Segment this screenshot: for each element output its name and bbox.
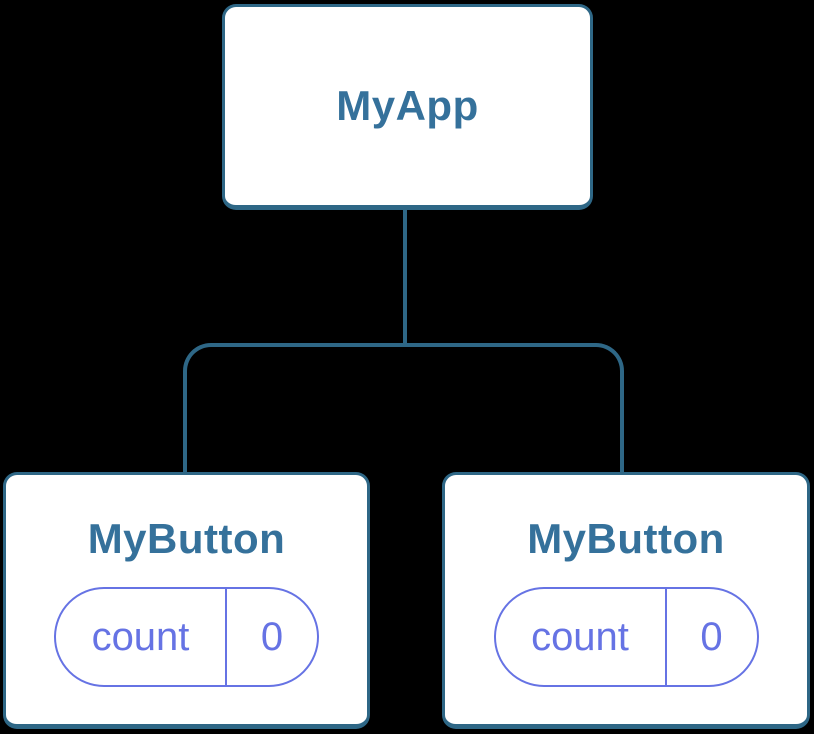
state-pill: count 0	[54, 587, 319, 687]
connector-branch	[183, 343, 624, 472]
component-node-child-right: MyButton count 0	[442, 472, 810, 729]
component-label-left: MyButton	[87, 515, 286, 562]
state-pill-divider	[664, 589, 667, 685]
connector-stem	[403, 210, 407, 347]
component-label-right: MyButton	[527, 515, 725, 562]
component-label-root: MyApp	[336, 82, 479, 129]
state-pill: count 0	[493, 587, 759, 687]
state-value: 0	[700, 615, 723, 659]
component-node-child-left: MyButton count 0	[3, 472, 370, 729]
state-value: 0	[260, 615, 284, 659]
state-name: count	[531, 615, 629, 659]
component-node-root: MyApp	[222, 4, 593, 210]
state-name: count	[91, 615, 190, 659]
state-pill-divider	[225, 589, 227, 685]
